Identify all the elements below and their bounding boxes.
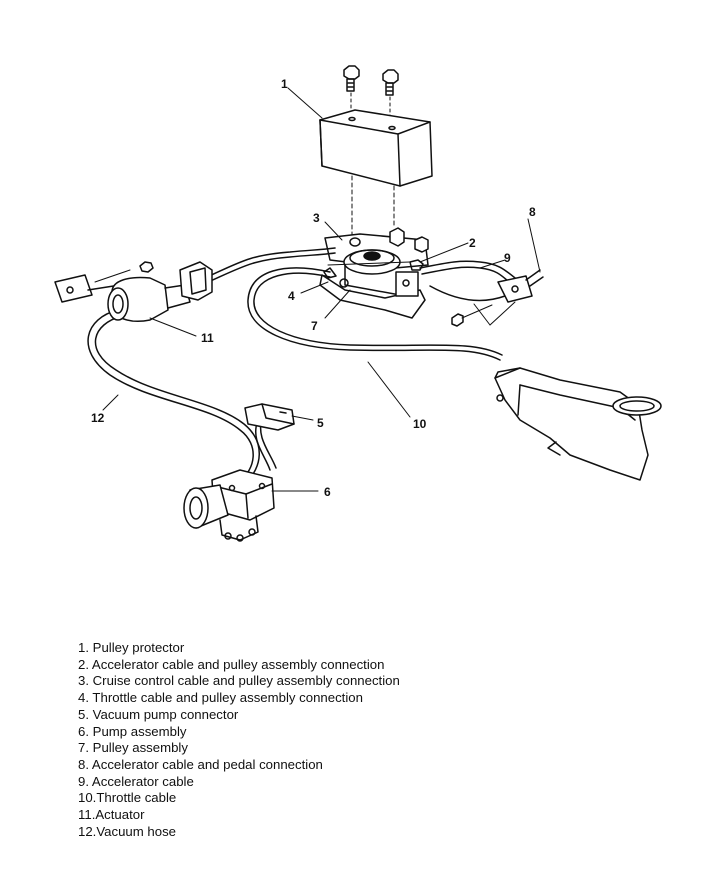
callout-1: 1 <box>281 77 288 91</box>
callout-9: 9 <box>504 251 511 265</box>
callout-7: 7 <box>311 319 318 333</box>
legend-item: 11.Actuator <box>78 807 145 823</box>
callout-12: 12 <box>91 411 105 425</box>
callout-11: 11 <box>201 331 214 345</box>
actuator-part <box>54 261 213 322</box>
legend-item: 6. Pump assembly <box>78 723 187 739</box>
pulley-protector-part <box>319 109 433 241</box>
pulley-assembly-part <box>319 227 429 319</box>
legend-item: 1. Pulley protector <box>78 640 185 655</box>
callout-8: 8 <box>529 205 536 219</box>
legend-item: 5. Vacuum pump connector <box>78 706 239 722</box>
callout-6: 6 <box>324 485 331 499</box>
legend-item: 12.Vacuum hose <box>78 823 176 839</box>
cables <box>87 247 521 483</box>
pump-assembly-part <box>183 469 275 542</box>
parts-legend: 1. Pulley protector 2. Accelerator cable… <box>78 640 400 840</box>
cruise-control-diagram: 1 2 3 4 5 6 7 8 9 10 11 12 <box>54 65 662 542</box>
vacuum-pump-connector-part <box>244 403 295 431</box>
legend-item: 9. Accelerator cable <box>78 773 194 789</box>
pedal-connection-part <box>451 269 544 327</box>
callout-3: 3 <box>313 211 320 225</box>
callout-5: 5 <box>317 416 324 430</box>
callout-10: 10 <box>413 417 427 431</box>
legend-item: 10.Throttle cable <box>78 790 177 806</box>
legend-item: 2. Accelerator cable and pulley assembly… <box>78 656 385 672</box>
legend-item: 7. Pulley assembly <box>78 740 188 756</box>
accelerator-pedal-part <box>494 367 662 481</box>
protector-bolts <box>343 65 399 119</box>
callout-4: 4 <box>288 289 295 303</box>
leader-lines <box>102 87 541 492</box>
legend-item: 4. Throttle cable and pulley assembly co… <box>78 690 363 706</box>
legend-item: 8. Accelerator cable and pedal connectio… <box>78 756 323 772</box>
legend-item: 3. Cruise control cable and pulley assem… <box>78 673 400 689</box>
callout-2: 2 <box>469 236 476 250</box>
